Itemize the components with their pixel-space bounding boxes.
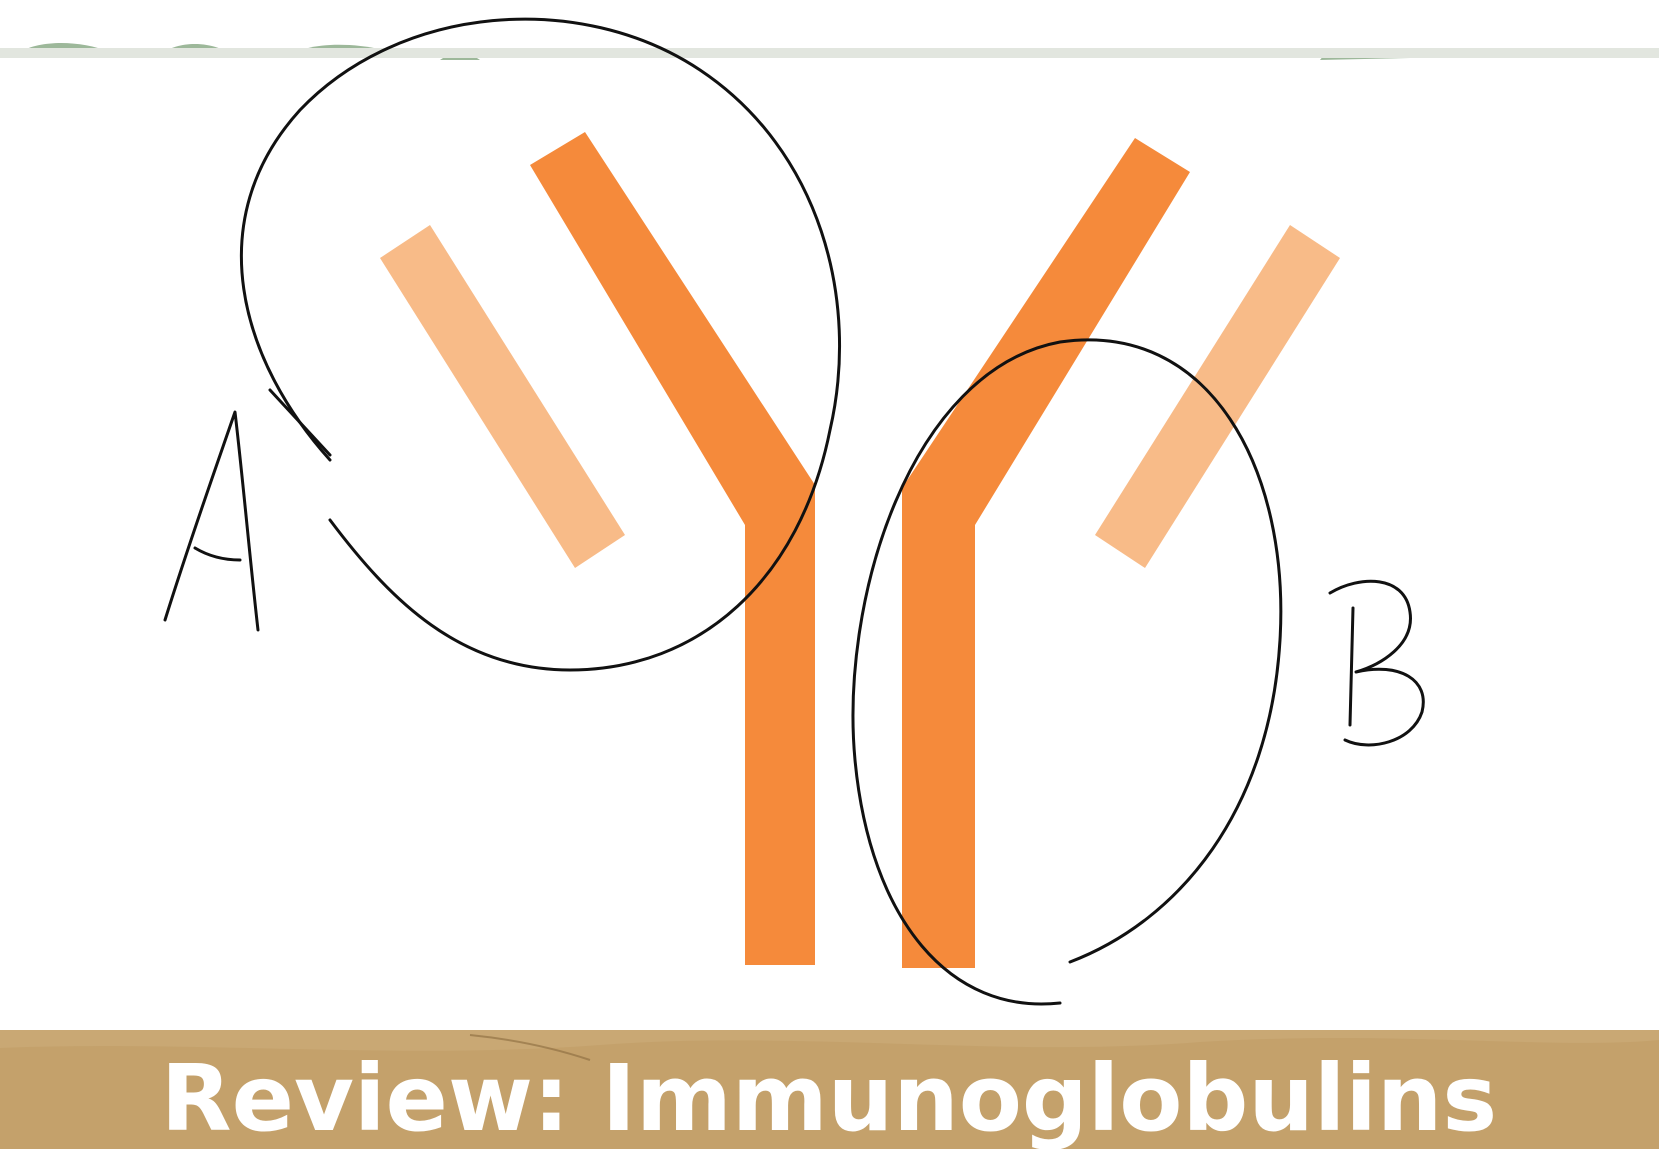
- top-rule: [0, 48, 1659, 58]
- ink-annotations: A B: [163, 17, 1425, 1006]
- circle-annotation-a: [239, 17, 841, 672]
- handwritten-label-a: A: [163, 410, 260, 632]
- slide-title: Review: Immunoglobulins: [161, 1045, 1497, 1149]
- circle-annotation-b: [851, 338, 1283, 1006]
- title-banner: Review: Immunoglobulins: [0, 1030, 1659, 1149]
- top-strip: [0, 0, 1659, 48]
- banner-background: [0, 1030, 1659, 1149]
- banner-crack: [469, 1034, 591, 1061]
- circle-closing-stroke-a: [268, 388, 332, 457]
- top-decoration: [0, 0, 1659, 60]
- handwritten-label-b: B: [1328, 579, 1425, 747]
- light-chain-left: [380, 225, 625, 568]
- y-shaped-antibody-icon: [380, 132, 1340, 968]
- heavy-chain-left: [530, 132, 815, 965]
- banner-texture: [0, 1038, 1659, 1149]
- light-chain-right: [1095, 225, 1340, 568]
- heavy-chain-right: [902, 138, 1190, 968]
